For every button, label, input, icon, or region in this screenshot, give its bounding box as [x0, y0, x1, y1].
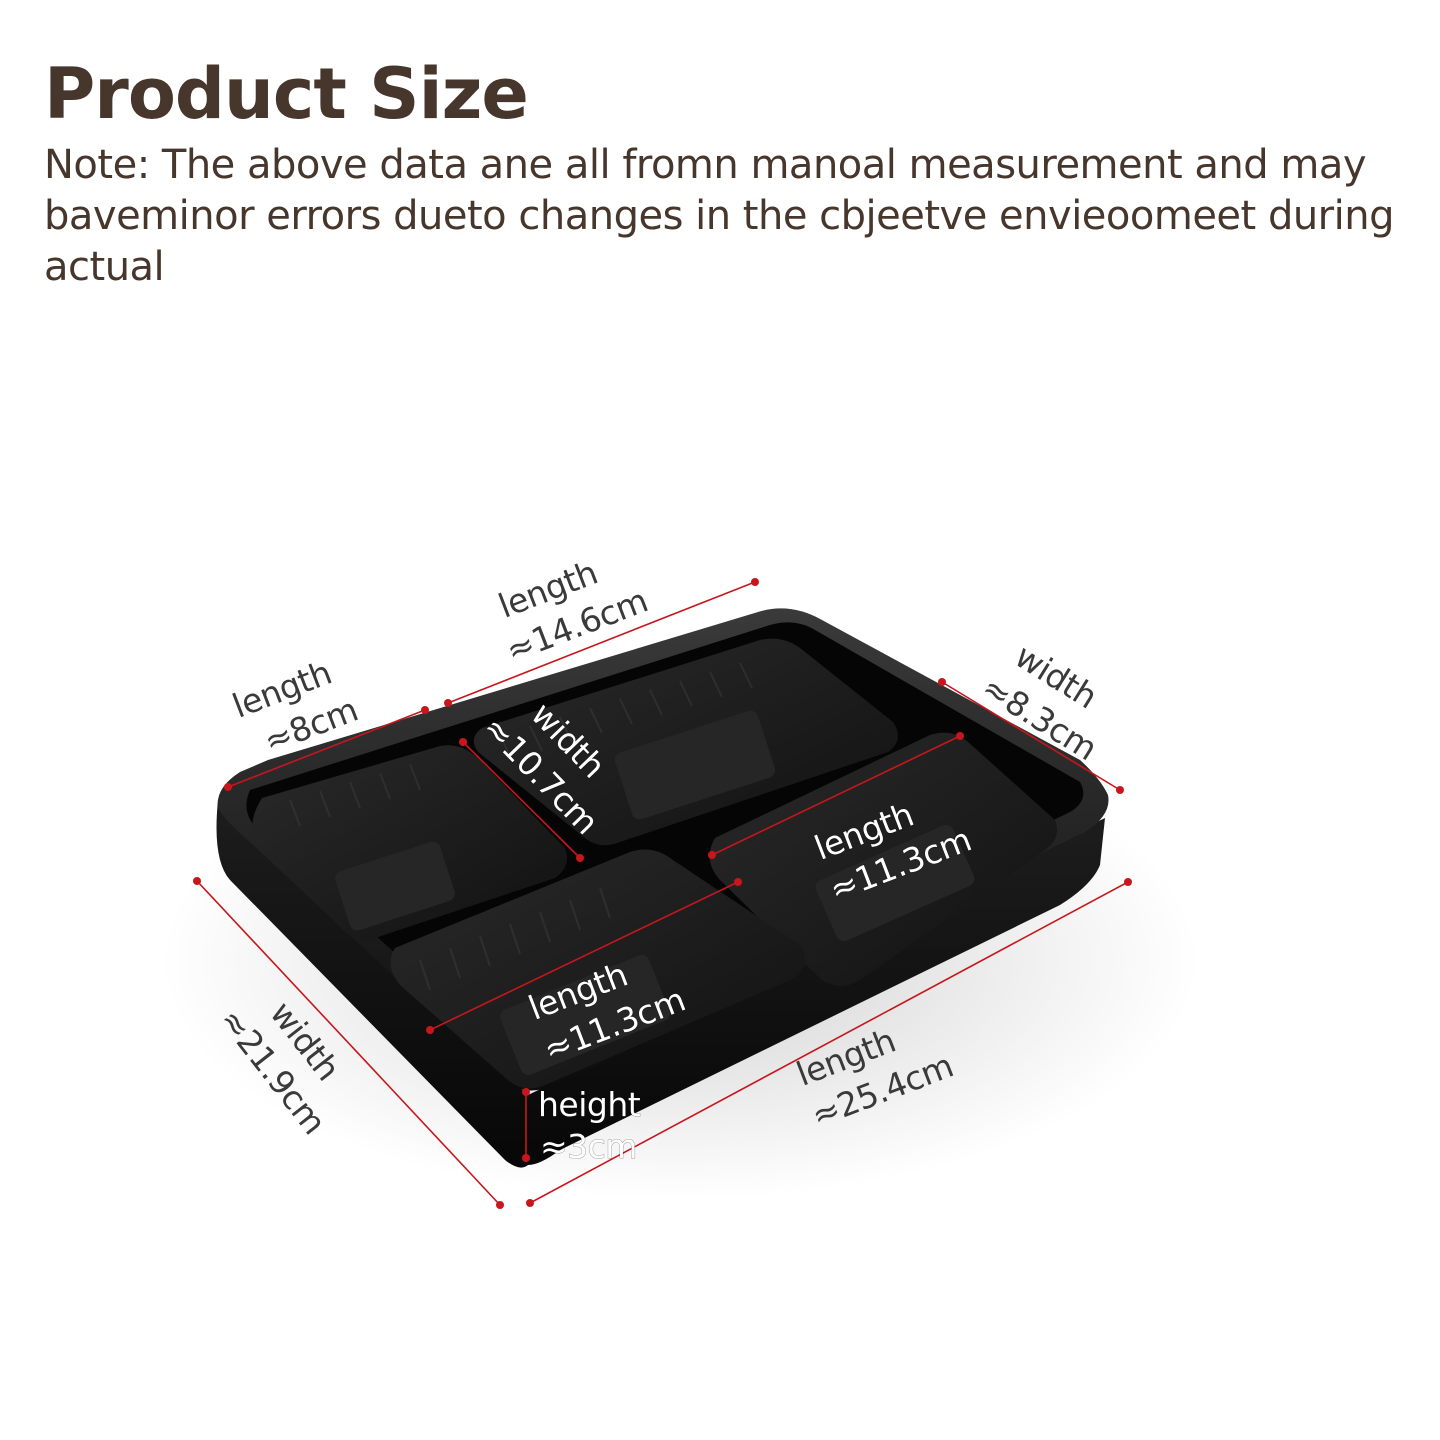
- compartment-back-left: [252, 745, 568, 940]
- compartment-right-floor: [815, 824, 975, 942]
- dimension-line-right-inner-length: [711, 735, 961, 856]
- compartment-back-center-floor: [614, 710, 776, 820]
- dimension-value-text: ≈3cm: [540, 1127, 637, 1166]
- dimension-line-top-length: [447, 581, 756, 704]
- dimension-line-right-width: [941, 681, 1121, 791]
- tray: [216, 608, 1109, 1168]
- dimension-label-height: height ≈3cm: [538, 1085, 642, 1167]
- compartment-front: [390, 849, 805, 1089]
- dimension-line-outer-width: [196, 880, 501, 1206]
- dimension-line-inner-width: [462, 741, 581, 859]
- dimension-label-top-length: length ≈14.6cm: [493, 553, 653, 670]
- dimension-line-outer-length: [529, 881, 1129, 1204]
- dimension-label-text: height: [538, 1085, 641, 1124]
- dimension-line-left-length: [227, 709, 426, 788]
- dimension-lines: [196, 581, 1129, 1206]
- dimension-endpoints: [193, 578, 1132, 1209]
- page-title: Product Size: [44, 53, 529, 135]
- tray-ribbing: [289, 662, 753, 991]
- compartment-back-left-floor: [335, 841, 455, 931]
- measurement-note: Note: The above data ane all fromn manoa…: [44, 142, 1394, 290]
- tray-side-wall: [216, 800, 528, 1168]
- dimension-line-front-inner-length: [429, 881, 739, 1031]
- header: Product Size Note: The above data ane al…: [44, 52, 1414, 293]
- compartment-front-floor: [500, 954, 670, 1076]
